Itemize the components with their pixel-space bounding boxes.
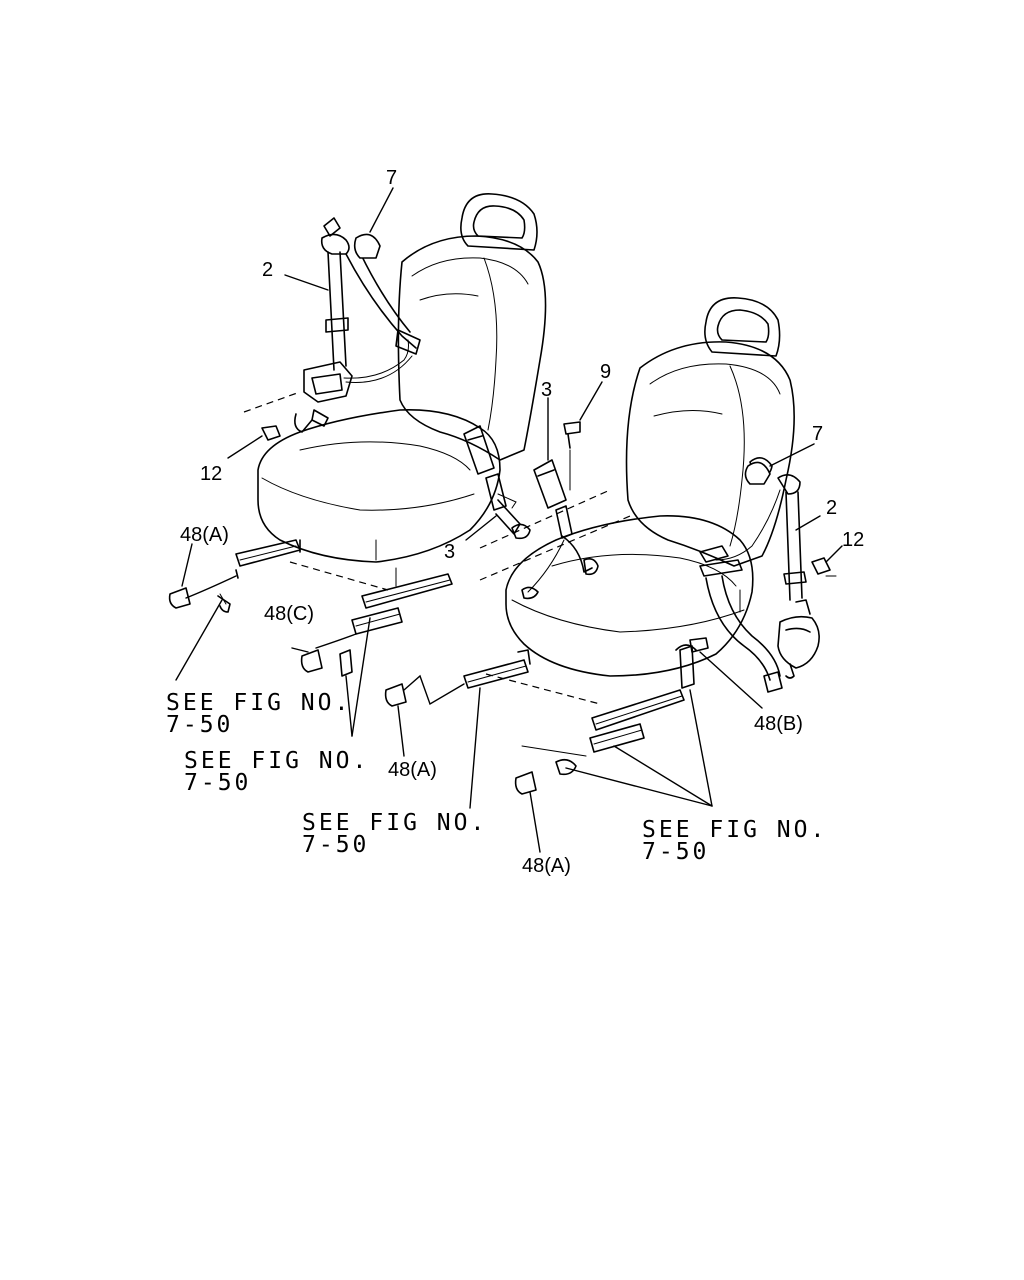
leader-lines <box>175 187 843 853</box>
callout-12-left: 12 <box>200 463 222 485</box>
left-seat-rails <box>217 539 453 677</box>
clip-48a-left <box>168 587 191 609</box>
left-seatbelt-assembly <box>261 217 421 441</box>
clip-48c <box>300 649 323 673</box>
left-floor-dashline-2 <box>289 561 389 591</box>
callout-7-left: 7 <box>386 167 397 189</box>
right-seatbelt-assembly <box>699 457 837 693</box>
clip-48a-middle <box>384 683 407 707</box>
figure-references: SEE FIG NO. 7-50 SEE FIG NO. 7-50 SEE FI… <box>166 690 827 865</box>
buckle-left <box>463 425 531 540</box>
ref-4-line1: SEE FIG NO. <box>642 817 827 843</box>
left-bolt-12 <box>261 425 281 441</box>
left-headrest <box>460 193 538 251</box>
callout-48c: 48(C) <box>264 603 314 625</box>
ref-4-line2: 7-50 <box>642 839 709 865</box>
clip-7-right <box>744 461 771 485</box>
callout-labels: 7 2 12 3 9 3 7 2 12 48(A) 48(C) 48(A) 48… <box>180 167 864 877</box>
buckle-right <box>521 421 599 600</box>
callout-3-lower: 3 <box>444 541 455 563</box>
left-floor-dashline <box>243 391 301 413</box>
right-seat <box>479 297 795 705</box>
right-headrest <box>704 297 781 357</box>
callout-9: 9 <box>600 361 611 383</box>
callout-12-right: 12 <box>842 529 864 551</box>
callout-3-upper: 3 <box>541 379 552 401</box>
callout-48b: 48(B) <box>754 713 803 735</box>
left-seat <box>243 193 547 591</box>
right-bolt-12 <box>811 557 831 575</box>
right-seat-cushion <box>505 515 754 677</box>
clip-7-left <box>353 233 381 259</box>
callout-2-right: 2 <box>826 497 837 519</box>
clips-48 <box>168 233 771 795</box>
ref-3-line1: SEE FIG NO. <box>302 810 487 836</box>
callout-48a-1: 48(A) <box>180 524 229 546</box>
right-floor-dashline-3 <box>485 673 601 705</box>
right-floor-dashline-2 <box>479 515 631 581</box>
ref-3-line2: 7-50 <box>302 832 369 858</box>
callout-48a-2: 48(A) <box>388 759 437 781</box>
right-seat-back <box>625 341 795 567</box>
right-seat-rails <box>463 637 709 776</box>
callout-7-right: 7 <box>812 423 823 445</box>
ref-2-line2: 7-50 <box>184 770 251 796</box>
bolt-9 <box>563 421 581 449</box>
left-seat-cushion <box>257 409 501 563</box>
ref-2-line1: SEE FIG NO. <box>184 748 369 774</box>
callout-2-left: 2 <box>262 259 273 281</box>
ref-1-line1: SEE FIG NO. <box>166 690 351 716</box>
callout-48a-3: 48(A) <box>522 855 571 877</box>
clip-48a-bottom <box>514 771 537 795</box>
left-seat-back <box>397 235 547 461</box>
ref-1-line2: 7-50 <box>166 712 233 738</box>
